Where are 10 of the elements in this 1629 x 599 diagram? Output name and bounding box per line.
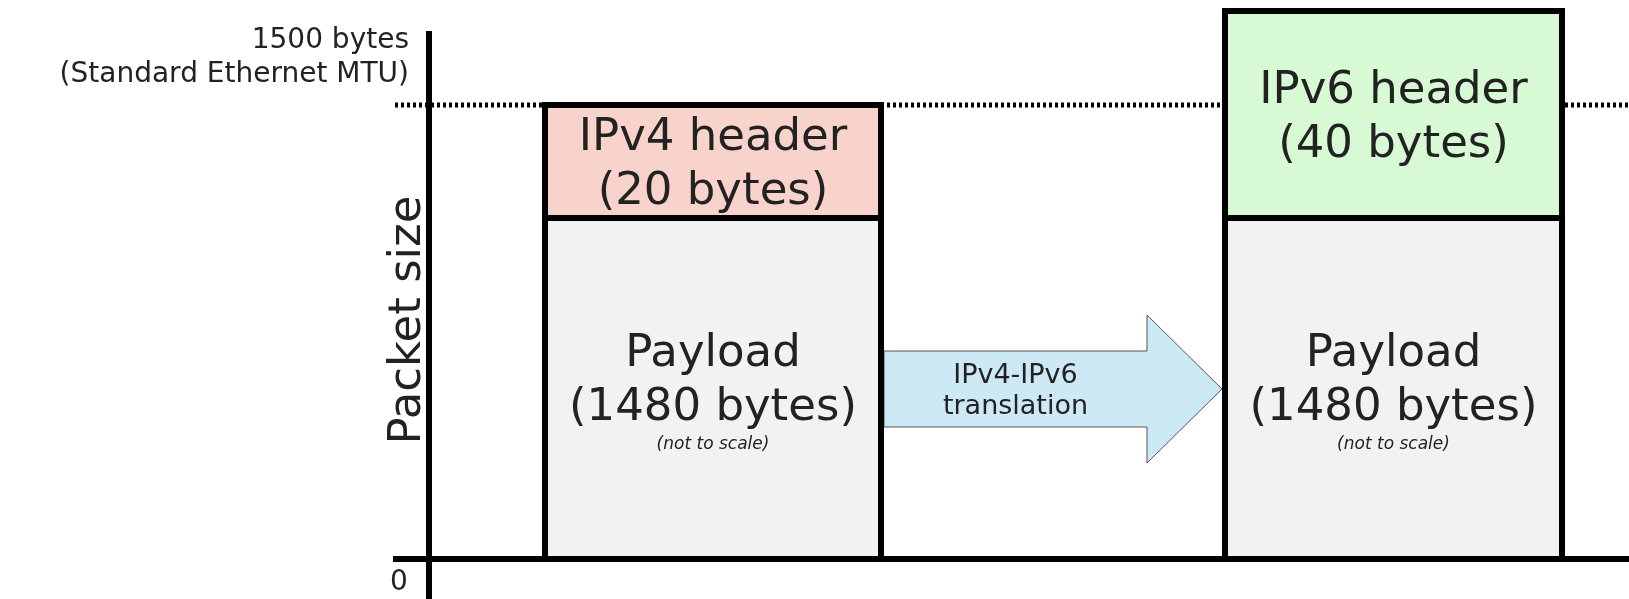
box-label: IPv4 header (20 bytes)	[577, 107, 849, 216]
tick-label: 0	[390, 565, 408, 597]
box-label: IPv6 header (40 bytes)	[1258, 60, 1529, 169]
tick-label: (Standard Ethernet MTU)	[58, 56, 409, 90]
axis-label: Packet size	[378, 195, 432, 445]
note-text: (not to scale)	[1337, 431, 1450, 454]
box-label: Payload (1480 bytes)	[568, 323, 858, 432]
note-text: (not to scale)	[656, 431, 770, 454]
box-label: Payload (1480 bytes)	[1248, 323, 1539, 432]
tick-label: 1500 bytes	[250, 22, 409, 56]
